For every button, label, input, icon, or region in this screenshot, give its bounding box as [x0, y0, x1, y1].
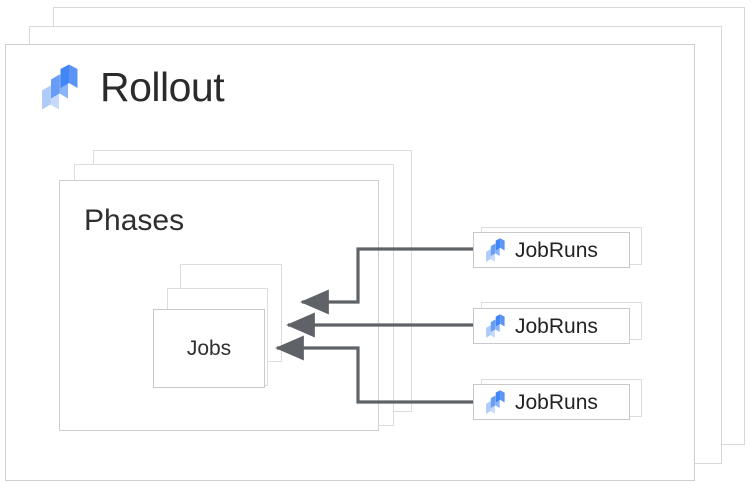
jobruns-label: JobRuns [515, 314, 598, 338]
jobs-label: Jobs [186, 336, 232, 360]
jobruns-label: JobRuns [515, 390, 598, 414]
cloud-deploy-slab-icon [485, 314, 507, 338]
jobruns-label: JobRuns [515, 238, 598, 262]
cloud-deploy-slab-icon [40, 64, 82, 110]
cloud-deploy-slab-icon [485, 390, 507, 414]
page-title: Rollout [100, 63, 225, 110]
rollout-header: Rollout [40, 63, 225, 110]
jobruns-item[interactable]: JobRuns [473, 232, 630, 268]
phases-label: Phases [84, 204, 185, 237]
jobs-card-front [153, 309, 265, 388]
jobruns-item[interactable]: JobRuns [473, 384, 630, 420]
cloud-deploy-slab-icon [485, 238, 507, 262]
jobruns-item[interactable]: JobRuns [473, 308, 630, 344]
